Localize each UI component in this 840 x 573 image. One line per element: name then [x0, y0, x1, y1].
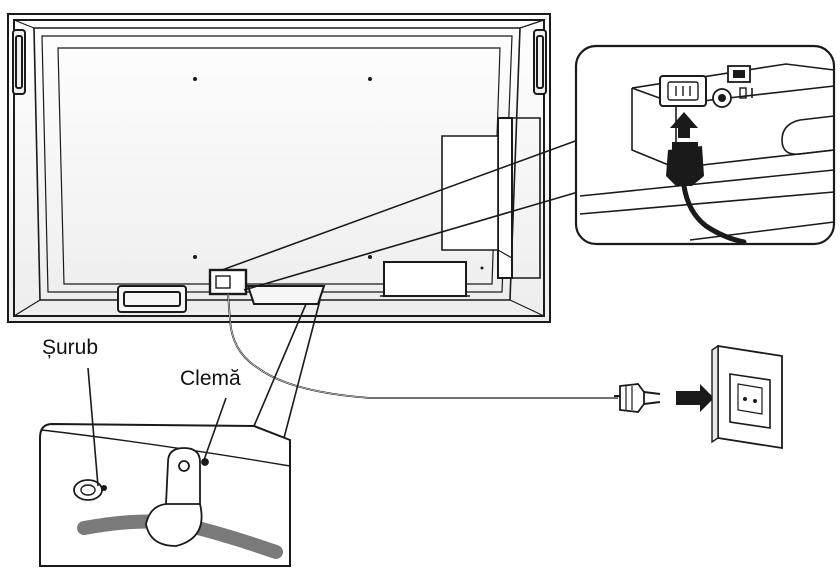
arrow-right-icon	[676, 384, 714, 412]
left-handle	[12, 29, 26, 95]
mounting-holes	[193, 77, 484, 270]
wall-plug	[614, 383, 661, 413]
power-switch	[727, 65, 753, 99]
screw-leader	[87, 367, 99, 487]
wall-outlet	[711, 344, 783, 450]
side-bracket	[441, 117, 541, 279]
arrow-up-icon	[670, 112, 698, 138]
monitor-back	[7, 13, 551, 323]
right-handle	[533, 29, 547, 95]
clamp-leader	[203, 397, 227, 461]
terminal-block	[117, 285, 187, 313]
ac-inlet	[208, 268, 248, 296]
clamp-icon	[145, 447, 209, 547]
power-plug-connector	[666, 142, 704, 186]
inlet-socket	[659, 75, 707, 107]
screw-icon	[73, 479, 107, 501]
clamp-closeup-panel	[39, 367, 291, 567]
zoom-wedge-upper	[221, 139, 579, 291]
clamp-label: Clemă	[180, 367, 241, 390]
bottom-bracket	[380, 261, 470, 297]
zoom-wedge-lower	[253, 299, 321, 439]
inset-power-cable	[681, 183, 747, 245]
cable-channel	[246, 285, 326, 305]
inlet-closeup-panel	[574, 44, 836, 246]
ground-screw	[712, 88, 732, 108]
screw-label: Șurub	[42, 336, 99, 359]
